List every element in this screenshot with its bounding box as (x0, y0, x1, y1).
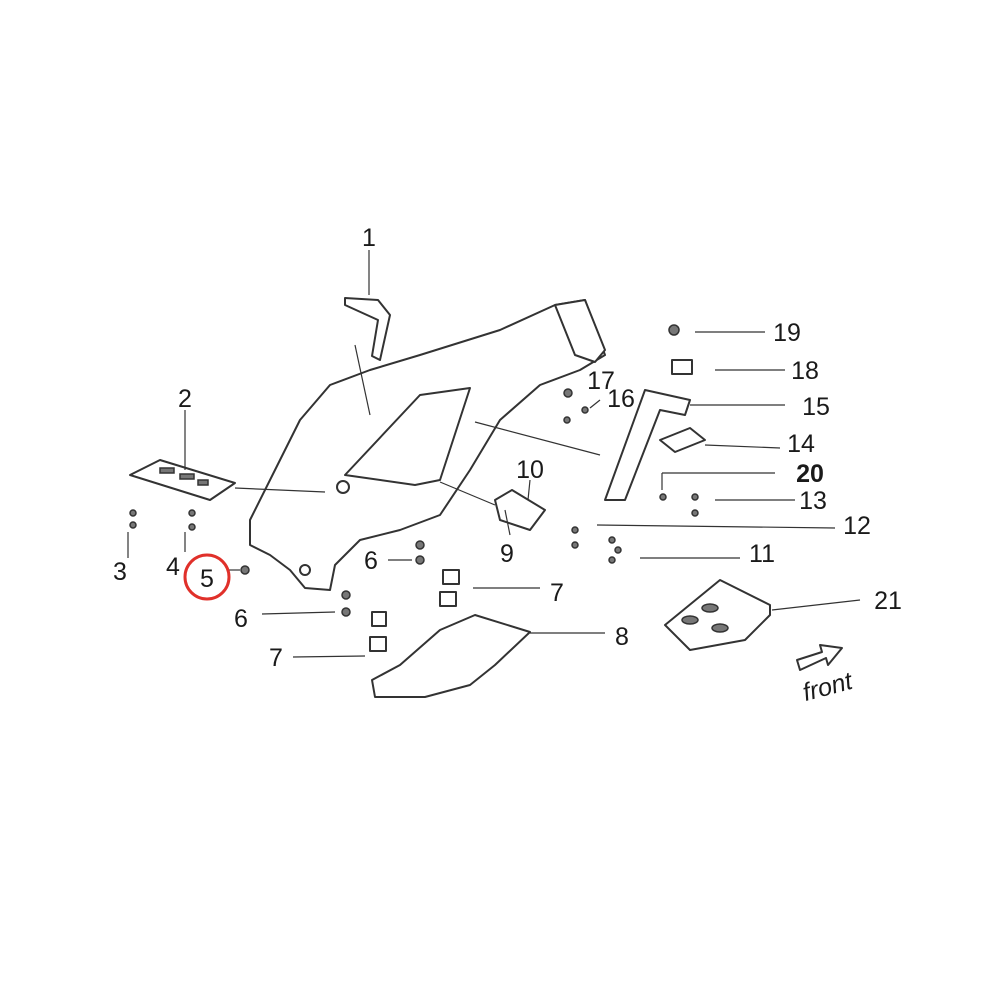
fasteners (129, 324, 699, 617)
part-2-slots (159, 467, 209, 486)
part-8 (371, 614, 531, 698)
callout-8: 8 (615, 623, 629, 651)
callout-1: 1 (362, 224, 376, 252)
part-14 (659, 427, 706, 453)
callout-19: 19 (773, 319, 801, 347)
callout-12: 12 (843, 512, 871, 540)
callout-14: 14 (787, 430, 815, 458)
part-2 (129, 459, 236, 501)
callout-2: 2 (178, 385, 192, 413)
callout-4: 4 (166, 553, 180, 581)
callout-7: 7 (550, 579, 564, 607)
leader-lines (127, 250, 861, 658)
front-label: front (800, 667, 857, 707)
frame-part (249, 299, 606, 591)
part-21 (664, 579, 771, 651)
part-21-holes (681, 603, 729, 633)
callout-5: 5 (200, 565, 214, 593)
callout-11: 11 (749, 540, 775, 568)
callout-13: 13 (799, 487, 827, 515)
part-15 (604, 389, 691, 501)
callout-10: 10 (516, 456, 544, 484)
callout-6: 6 (234, 605, 248, 633)
highlight-circle (183, 553, 231, 601)
callout-20: 20 (796, 460, 824, 488)
callout-17: 17 (587, 367, 615, 395)
callout-9: 9 (500, 540, 514, 568)
callout-15: 15 (802, 393, 830, 421)
front-arrow-icon (796, 644, 843, 671)
callout-6: 6 (364, 547, 378, 575)
callout-16: 16 (607, 385, 635, 413)
callout-3: 3 (113, 558, 127, 586)
part-1 (344, 297, 391, 361)
clip-nuts (369, 359, 693, 652)
callout-7: 7 (269, 644, 283, 672)
part-9-10 (494, 489, 546, 531)
callout-21: 21 (874, 587, 902, 615)
callout-18: 18 (791, 357, 819, 385)
callout-labels: 1 2 3 4 5 6 6 7 7 8 9 10 11 12 13 14 15 … (113, 224, 902, 672)
